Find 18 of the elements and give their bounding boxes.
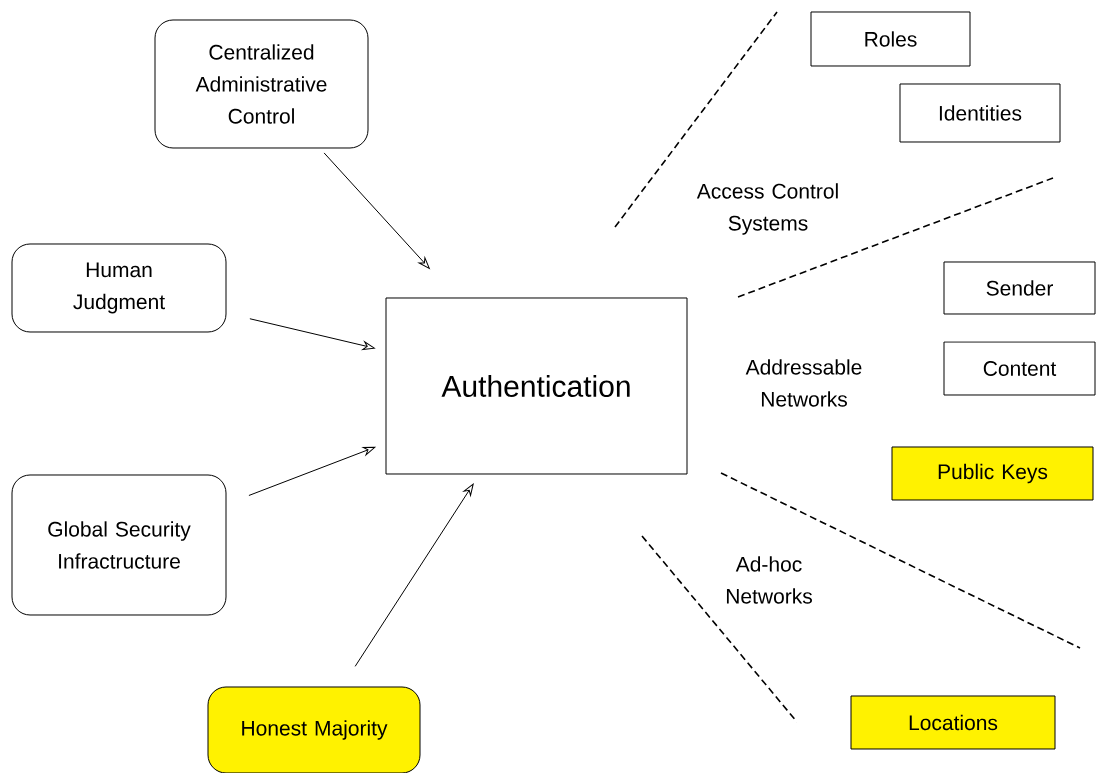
arrow <box>323 152 430 269</box>
rounded-box: Centralized Administrative Control <box>154 19 369 149</box>
arrow <box>249 318 375 350</box>
box: Content <box>943 341 1096 396</box>
arrow <box>354 483 474 667</box>
group-label: Access Control Systems <box>696 183 838 235</box>
arrow <box>248 446 376 496</box>
rounded-box: Human Judgment <box>11 243 227 333</box>
box: Identities <box>899 83 1061 143</box>
group-label: Addressable Networks <box>745 359 862 407</box>
box: Roles <box>810 11 971 67</box>
group-label: Ad-hoc Networks <box>726 556 812 604</box>
box: Sender <box>943 261 1096 315</box>
box: Locations <box>850 695 1056 750</box>
box: Public Keys <box>891 446 1094 501</box>
rounded-box: Honest Majority <box>207 686 421 773</box>
rounded-box: Global Security Infractructure <box>11 474 227 616</box>
box: Authentication <box>385 297 688 475</box>
